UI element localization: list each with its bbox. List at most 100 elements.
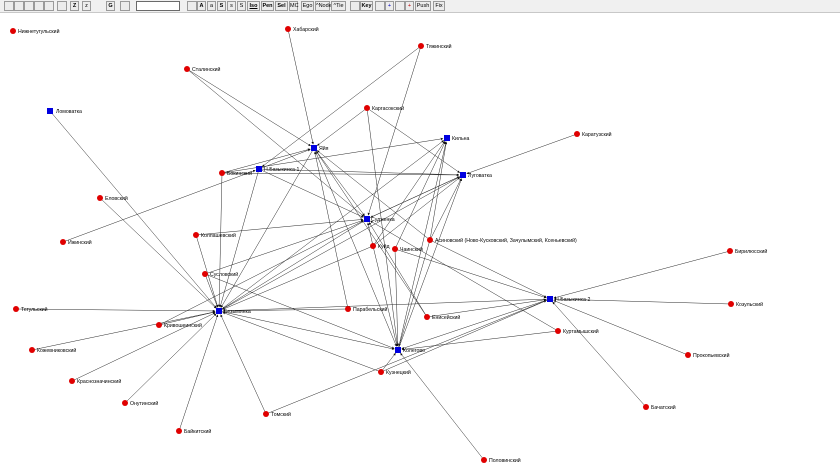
node-tyazhinsky[interactable]: Тяжинский	[418, 43, 452, 50]
node-bezymyanka[interactable]: Безымянка	[216, 308, 251, 315]
node-chainsky[interactable]: Чаинский	[392, 246, 423, 253]
circle-node-icon[interactable]	[643, 404, 649, 410]
mc-button[interactable]: MC	[289, 1, 299, 11]
node-kuznetsky[interactable]: Кузнецкий	[378, 369, 411, 376]
node-khabarsky[interactable]: Хабарский	[285, 26, 319, 33]
pen-button[interactable]: Pen	[261, 1, 274, 11]
square-node-icon[interactable]	[547, 296, 553, 302]
square-node-icon[interactable]	[47, 108, 53, 114]
iso-button[interactable]: Iso	[247, 1, 260, 11]
spin-icon[interactable]	[187, 1, 197, 11]
circle-node-icon[interactable]	[193, 232, 199, 238]
node-krasnozhenchinsky[interactable]: Краснозначинский	[69, 378, 121, 385]
tie-button[interactable]: ^Tie	[331, 1, 346, 11]
circle-node-icon[interactable]	[364, 105, 370, 111]
node-asinovsky[interactable]: Асиновский (Ново-Кусковский, Зачулымский…	[427, 237, 577, 244]
plus-red-button[interactable]: +	[405, 1, 414, 11]
node-tomsky[interactable]: Томский	[263, 411, 291, 418]
node-kuyda[interactable]: Куйд	[370, 243, 390, 250]
node-kurtamyshsky[interactable]: Куртамышский	[555, 328, 599, 335]
node-baikitsky[interactable]: Байкитский	[176, 428, 211, 435]
node-parabelsky[interactable]: Парабельский	[345, 306, 387, 313]
node-lugovatka[interactable]: Луговатка	[460, 172, 492, 179]
node-bokinsky[interactable]: Бокинский	[219, 170, 252, 177]
node-elovsky[interactable]: Еловский	[97, 195, 128, 202]
circle-node-icon[interactable]	[263, 411, 269, 417]
circle-node-icon[interactable]	[685, 352, 691, 358]
plus-blue-button[interactable]: +	[385, 1, 394, 11]
push-button[interactable]: Push	[415, 1, 431, 11]
circle-node-icon[interactable]	[219, 170, 225, 176]
font-small-button[interactable]: a	[207, 1, 216, 11]
node-kozhevinsky[interactable]: Кожевниковский	[29, 347, 76, 354]
save-as-icon[interactable]	[34, 1, 44, 11]
circle-node-icon[interactable]	[13, 306, 19, 312]
circle-node-icon[interactable]	[60, 239, 66, 245]
circle-node-icon[interactable]	[424, 314, 430, 320]
square-node-icon[interactable]	[311, 145, 317, 151]
size-arrow-button[interactable]: S	[237, 1, 246, 11]
ego-button[interactable]: Ego	[301, 1, 314, 11]
size-small-button[interactable]: s	[227, 1, 236, 11]
node-karatuzsky[interactable]: Каратузский	[574, 131, 612, 138]
g-button[interactable]: G	[106, 1, 115, 11]
node-button[interactable]: ^Node	[315, 1, 332, 11]
node-kargasoksky[interactable]: Каргасокский	[364, 105, 404, 112]
node-prokopevsky[interactable]: Прокопьевский	[685, 352, 730, 359]
circle-node-icon[interactable]	[69, 378, 75, 384]
circle-node-icon[interactable]	[285, 26, 291, 32]
circle-node-icon[interactable]	[481, 457, 487, 463]
square-node-icon[interactable]	[460, 172, 466, 178]
node-nizhnetyzhensky[interactable]: Нижнетугульский	[10, 28, 60, 35]
save-icon[interactable]	[24, 1, 34, 11]
node-yenisei[interactable]: Енисейский	[424, 314, 460, 321]
chart-icon[interactable]	[395, 1, 405, 11]
fix-button[interactable]: Fix	[433, 1, 445, 11]
node-sudzhenka[interactable]: Судженка	[364, 216, 395, 223]
open-icon[interactable]	[14, 1, 24, 11]
circle-node-icon[interactable]	[392, 246, 398, 252]
circle-node-icon[interactable]	[97, 195, 103, 201]
circle-node-icon[interactable]	[574, 131, 580, 137]
size-large-button[interactable]: S	[217, 1, 226, 11]
layout-select[interactable]	[136, 1, 180, 11]
font-large-button[interactable]: A	[197, 1, 206, 11]
circle-node-icon[interactable]	[727, 248, 733, 254]
zoom-out-button[interactable]: z	[82, 1, 91, 11]
sel-button[interactable]: Sel	[275, 1, 288, 11]
node-lomovatka[interactable]: Ломоватка	[47, 108, 82, 115]
circle-node-icon[interactable]	[555, 328, 561, 334]
new-icon[interactable]	[4, 1, 14, 11]
node-nbaz2[interactable]: Н.Базыкинка-2	[547, 296, 591, 303]
square-node-icon[interactable]	[364, 216, 370, 222]
circle-node-icon[interactable]	[29, 347, 35, 353]
key-color-button[interactable]: Key	[360, 1, 373, 11]
circle-node-icon[interactable]	[378, 369, 384, 375]
square-node-icon[interactable]	[216, 308, 222, 314]
key-icon[interactable]	[120, 1, 130, 11]
circle-node-icon[interactable]	[202, 271, 208, 277]
node-izhinsky[interactable]: Ижинский	[60, 239, 92, 246]
node-suglovsky[interactable]: Сусловский	[202, 271, 238, 278]
square-node-icon[interactable]	[444, 135, 450, 141]
node-kolegovo[interactable]: Колегово	[395, 347, 425, 354]
color-grid-icon[interactable]	[350, 1, 360, 11]
node-bachatsky[interactable]: Бачатский	[643, 404, 676, 411]
pencil-icon[interactable]	[375, 1, 385, 11]
circle-node-icon[interactable]	[418, 43, 424, 49]
node-onutinsky[interactable]: Онутинский	[122, 400, 158, 407]
node-tegulsky[interactable]: Тегульский	[13, 306, 48, 313]
circle-node-icon[interactable]	[184, 66, 190, 72]
square-node-icon[interactable]	[256, 166, 262, 172]
square-node-icon[interactable]	[395, 347, 401, 353]
node-stalinsky[interactable]: Сталинский	[184, 66, 220, 73]
circle-node-icon[interactable]	[122, 400, 128, 406]
node-polovinsky[interactable]: Половинский	[481, 457, 521, 464]
graph-icon[interactable]	[57, 1, 67, 11]
circle-node-icon[interactable]	[427, 237, 433, 243]
circle-node-icon[interactable]	[156, 322, 162, 328]
circle-node-icon[interactable]	[370, 243, 376, 249]
circle-node-icon[interactable]	[176, 428, 182, 434]
zoom-in-button[interactable]: Z	[70, 1, 79, 11]
